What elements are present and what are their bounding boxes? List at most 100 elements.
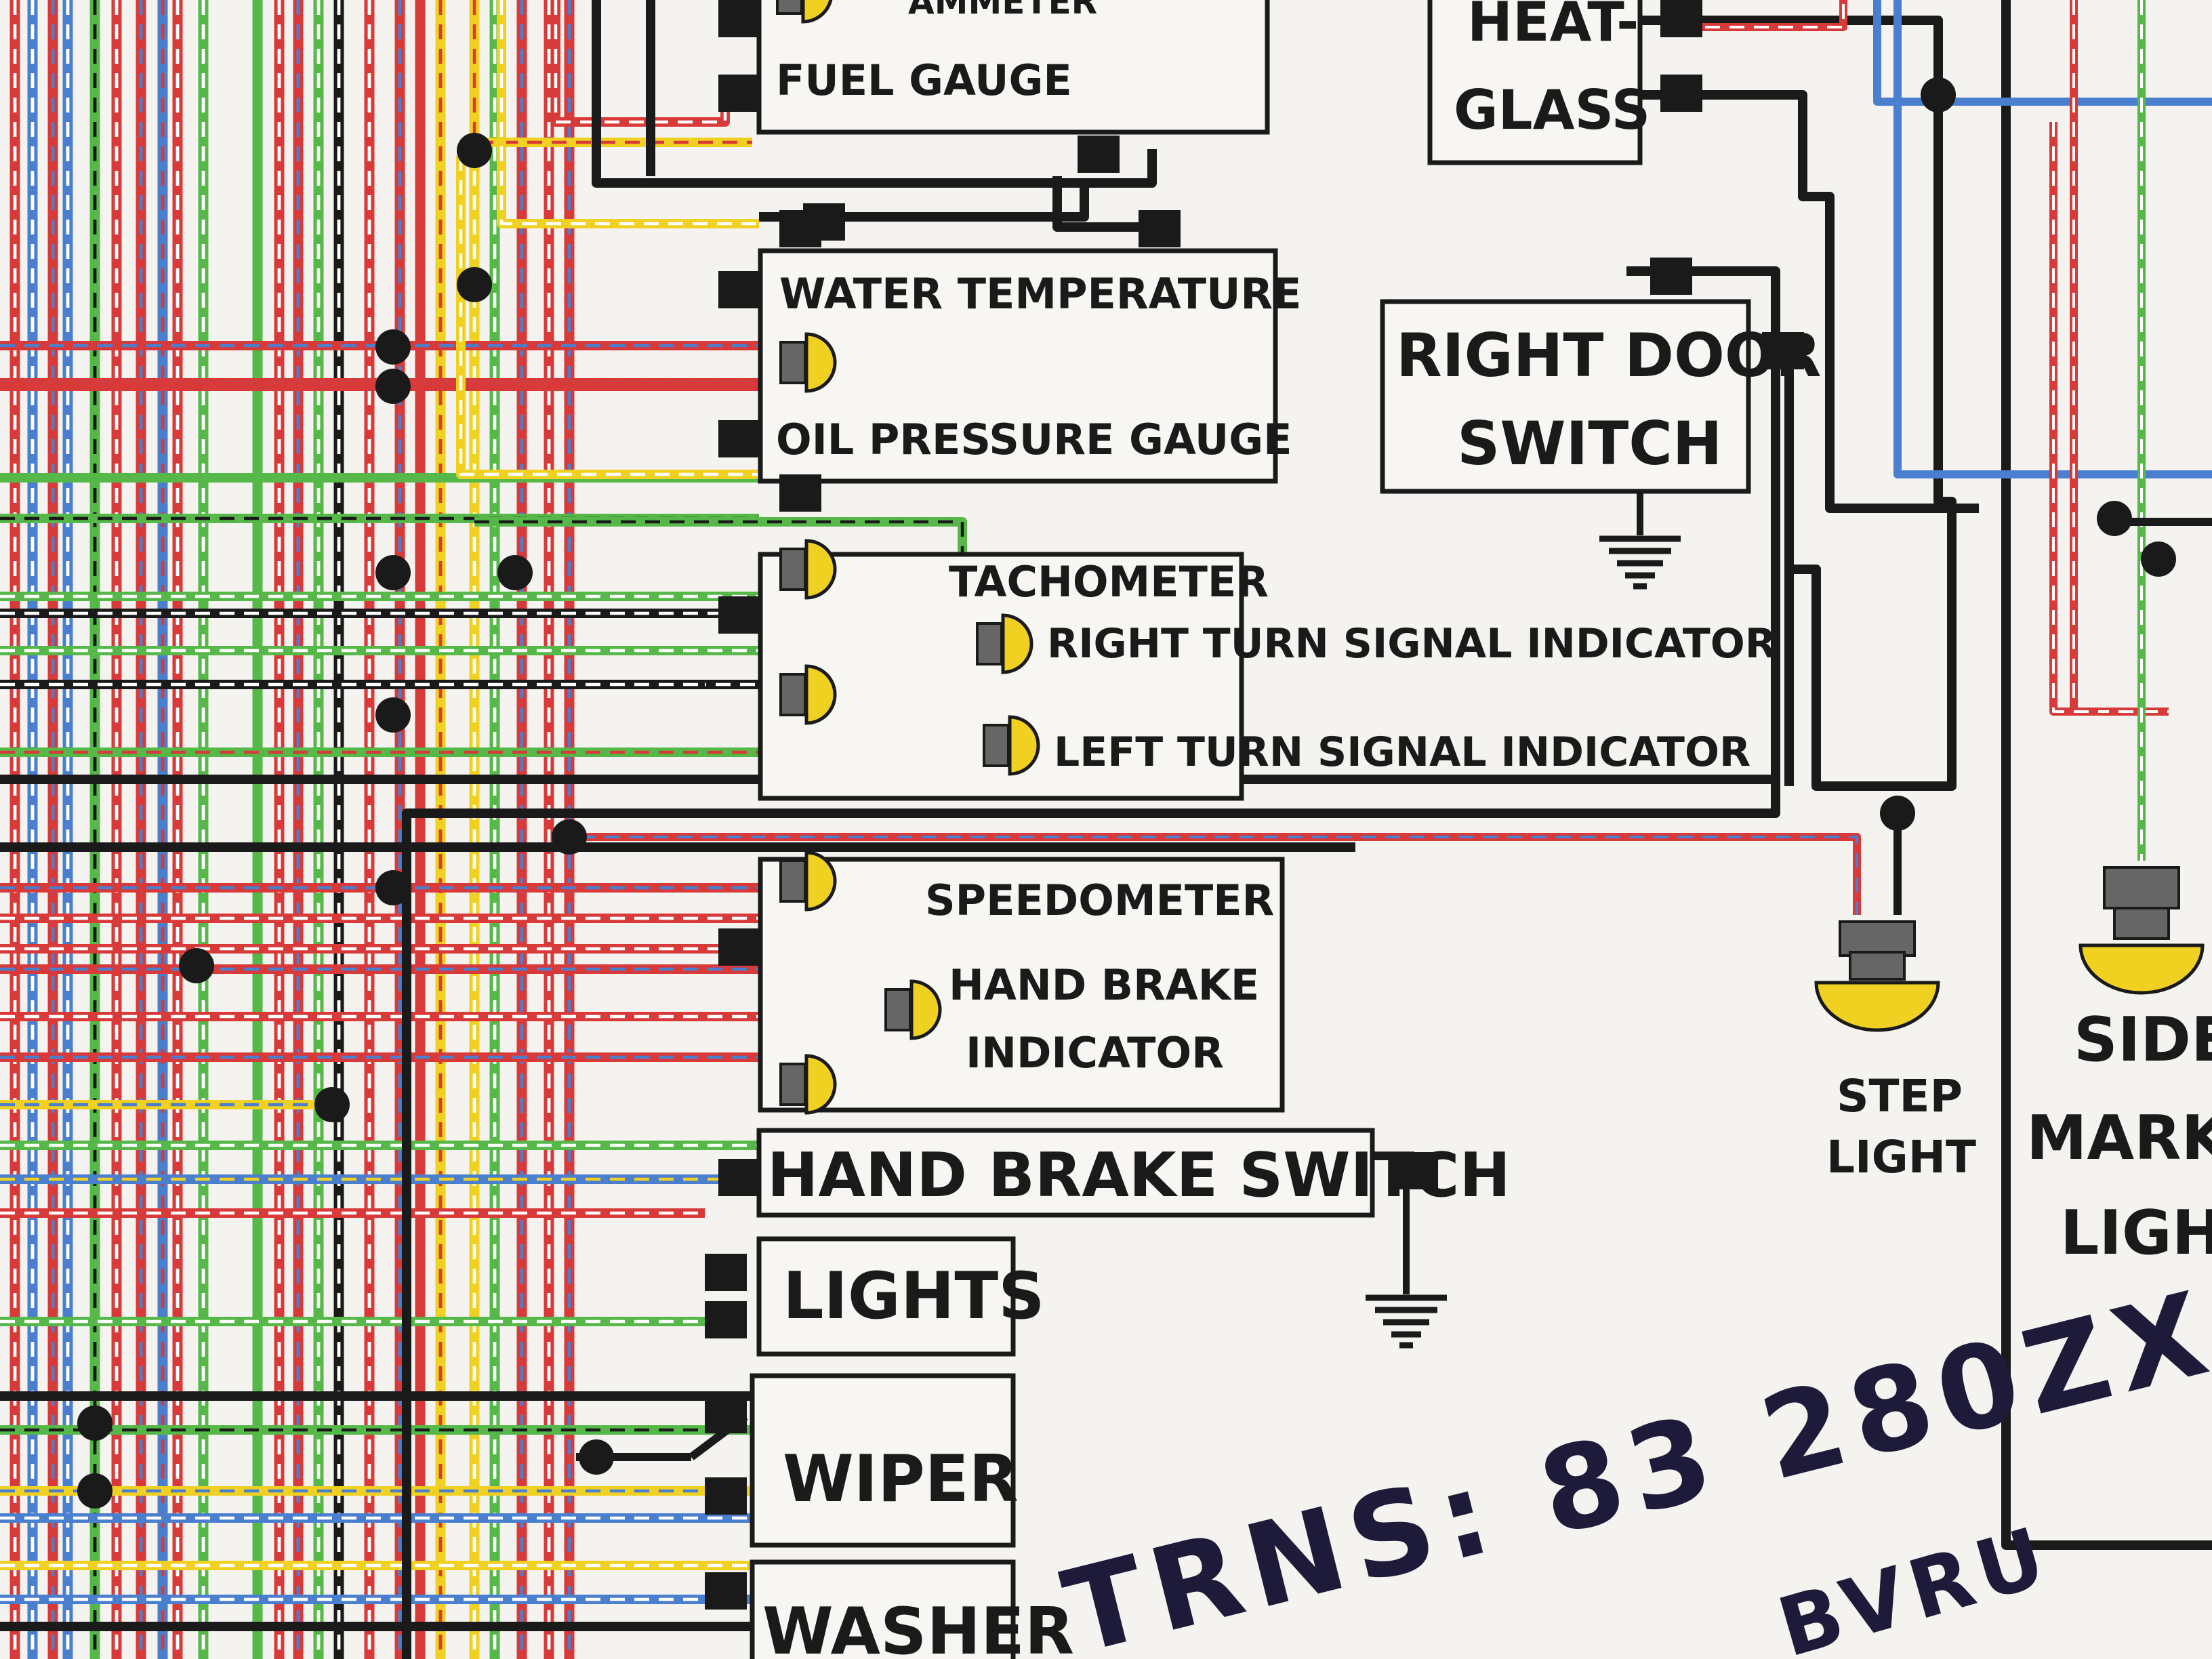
junction-dot: [1880, 796, 1915, 831]
ammeter-label: AMMETER: [908, 0, 1097, 22]
fuel-gauge-label: FUEL GAUGE: [776, 56, 1072, 105]
bulb-socket: [976, 622, 1003, 665]
junction-dot: [375, 870, 411, 905]
bulb-socket: [983, 724, 1010, 767]
bulb-socket: [779, 859, 806, 903]
terminal: [779, 474, 821, 512]
bulb-socket: [779, 1063, 806, 1106]
hand-brake-switch-box: HAND BRAKE SWITCH: [756, 1128, 1511, 1218]
junction-dot: [314, 1087, 350, 1122]
wire-stripe: [554, 0, 727, 124]
wire: [1640, 16, 1957, 791]
water-temperature-label: WATER TEMPERATURE: [779, 269, 1302, 319]
junction-dot: [2097, 501, 2132, 536]
terminal: [705, 1301, 747, 1338]
terminal: [718, 596, 760, 634]
wire-stripe: [556, 836, 1858, 915]
terminal: [1396, 1152, 1438, 1189]
indicator-bulb-icon: [804, 539, 837, 600]
side-marker-light-label: LIGHT: [2060, 1197, 2212, 1269]
indicator-bulb-icon: [801, 0, 833, 24]
side-marker-lamp-icon: [2078, 943, 2205, 995]
right-door-label: RIGHT DOOR: [1396, 321, 1821, 390]
wire-stripe: [2072, 0, 2169, 713]
junction-dot: [552, 819, 587, 855]
indicator-label: INDICATOR: [966, 1028, 1224, 1078]
wire: [2070, 0, 2169, 716]
wiper-box: WIPER: [750, 1373, 1019, 1548]
junction-dot: [375, 329, 411, 365]
right-door-switch-box: RIGHT DOOR SWITCH: [1380, 299, 1821, 494]
terminal: [705, 1477, 747, 1515]
junction-dot: [2141, 541, 2176, 577]
terminal: [1762, 332, 1804, 369]
junction-dot: [375, 369, 411, 404]
terminal: [718, 928, 760, 966]
wire-stripe: [1681, 0, 1845, 28]
right-turn-signal-label: RIGHT TURN SIGNAL INDICATOR: [1047, 620, 1776, 668]
step-light-lamp-icon: [1814, 981, 1940, 1032]
wire: [1893, 0, 2212, 478]
wire-stripe: [2052, 122, 2101, 713]
step-label: STEP: [1837, 1070, 1963, 1122]
wire: [1873, 0, 2212, 106]
tachometer-box: TACHOMETER RIGHT TURN SIGNAL INDICATOR L…: [758, 552, 1776, 801]
ammeter-fuel-gauge-box: AMMETER FUEL GAUGE: [756, 0, 1270, 135]
bulb-socket: [779, 673, 806, 716]
terminal: [718, 420, 760, 457]
water-oil-box: WATER TEMPERATURE OIL PRESSURE GAUGE: [758, 248, 1302, 484]
wire: [2001, 0, 2212, 1550]
speedometer-box: SPEEDOMETER HAND BRAKE INDICATOR: [758, 857, 1285, 1113]
hand-brake-label: HAND BRAKE: [949, 960, 1259, 1010]
terminal: [1660, 75, 1702, 112]
junction-dot: [457, 133, 492, 168]
indicator-bulb-icon: [1001, 613, 1033, 674]
step-light-base: [1849, 951, 1906, 981]
speedometer-label: SPEEDOMETER: [925, 876, 1274, 925]
wire: [551, 0, 730, 127]
fixtures-layer: [77, 0, 2205, 1610]
handwritten-note-2: BVRU: [1769, 1509, 2062, 1659]
terminal: [803, 203, 845, 241]
step-light-socket: [1839, 920, 1916, 957]
terminal: [1660, 0, 1702, 37]
heat-label: HEAT-: [1467, 0, 1639, 54]
oil-pressure-gauge-label: OIL PRESSURE GAUGE: [776, 415, 1292, 464]
wire-stripe: [472, 0, 752, 144]
side-marker-socket: [2103, 866, 2180, 909]
tachometer-label: TACHOMETER: [949, 557, 1269, 607]
wire: [402, 266, 1780, 1659]
side-label: SIDE: [2074, 1004, 2212, 1076]
side-marker-base: [2113, 907, 2170, 940]
washer-box: WASHER: [750, 1559, 1074, 1659]
terminal: [718, 271, 760, 308]
wire: [1052, 176, 1166, 232]
left-turn-signal-label: LEFT TURN SIGNAL INDICATOR: [1054, 729, 1750, 776]
wire-stripe: [499, 0, 759, 226]
glass-label: GLASS: [1454, 79, 1650, 142]
junction-dot: [457, 267, 492, 302]
junction-dot: [179, 948, 214, 983]
bulb-socket: [779, 341, 806, 384]
indicator-bulb-icon: [804, 664, 837, 725]
terminal: [718, 0, 760, 37]
junction-dot: [77, 1473, 112, 1509]
wire: [759, 183, 1089, 222]
step-light-label: LIGHT: [1826, 1131, 1976, 1183]
bulb-socket: [776, 0, 803, 15]
switch-label: SWITCH: [1457, 409, 1722, 478]
bulb-socket: [884, 988, 912, 1031]
wiper-label: WIPER: [783, 1442, 1019, 1517]
terminal: [705, 1572, 747, 1610]
junction-dot: [579, 1439, 614, 1475]
junction-dot: [77, 1406, 112, 1441]
terminal: [1078, 136, 1120, 173]
indicator-bulb-icon: [804, 1054, 837, 1115]
terminal: [1650, 258, 1692, 295]
junction-dot: [375, 697, 411, 733]
terminal: [705, 1396, 747, 1433]
indicator-bulb-icon: [1008, 715, 1040, 776]
